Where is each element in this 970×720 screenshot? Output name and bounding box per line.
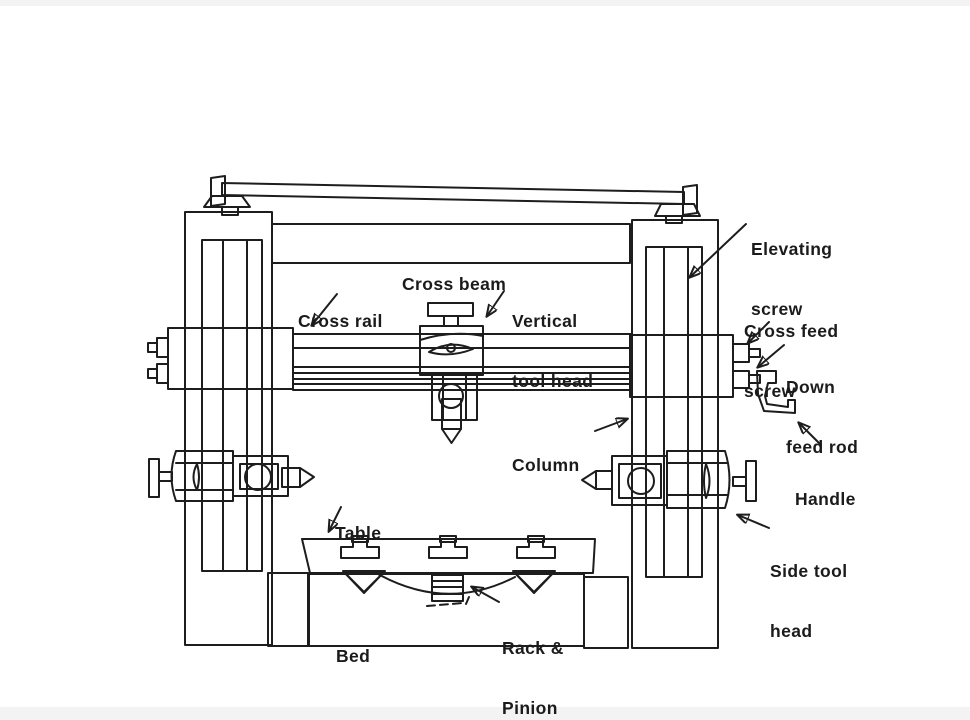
bed <box>267 570 629 649</box>
bed-v-ways <box>342 570 556 594</box>
elevating-screw-right <box>663 246 689 578</box>
arrow-cross-rail <box>312 293 338 325</box>
rail-end-right <box>629 334 761 398</box>
beam-bracket-left <box>203 195 251 208</box>
column-left <box>184 211 273 646</box>
arrow-cross-feed-screw <box>748 321 770 343</box>
pinion-arc <box>377 573 516 595</box>
bed-left-section <box>267 572 309 647</box>
elevating-screw-left <box>222 239 248 572</box>
label-side-tool-head: Side tool head <box>770 561 848 641</box>
rack-pinion-part <box>426 574 470 607</box>
label-cross-beam: Cross beam <box>402 274 507 294</box>
label-vertical-tool-head: Vertical tool head <box>512 311 594 391</box>
column-left-window <box>201 239 263 572</box>
arrow-elevating-screw <box>690 223 747 277</box>
down-feed-handle <box>756 370 796 414</box>
arrow-table <box>329 506 342 531</box>
label-handle: Handle <box>795 489 856 509</box>
column-right <box>631 219 719 649</box>
side-tool-head-left <box>148 450 315 502</box>
tool-bit-right <box>595 470 613 490</box>
top-beam <box>203 175 701 224</box>
scan-edge-bottom <box>0 707 970 720</box>
label-elevating-screw: Elevating screw <box>751 239 833 319</box>
clamp-knob-right <box>745 460 757 502</box>
table <box>301 535 596 574</box>
beam-end-cap-right <box>682 184 698 216</box>
rail-end-left <box>147 327 294 390</box>
bed-right-section <box>583 576 629 649</box>
arrow-column <box>594 419 627 432</box>
label-down-feed-rod: Down feed rod <box>786 377 859 457</box>
tool-clapper <box>441 398 462 430</box>
vertical-tool-head-part <box>419 302 484 444</box>
label-bed: Bed <box>336 646 371 666</box>
scan-edge-top <box>0 0 970 6</box>
swivel-slot-right <box>703 463 711 499</box>
label-rack-pinion: Rack & Pinion <box>502 638 564 718</box>
leader-arrows <box>312 223 821 603</box>
label-cross-feed-screw: Cross feed screw <box>744 321 839 401</box>
label-cross-rail: Cross rail <box>298 311 383 331</box>
arrow-vertical-tool-head <box>487 290 505 316</box>
clamp-knob-left <box>148 458 160 498</box>
tool-bit-left <box>281 467 301 488</box>
clapper-pivot <box>438 383 464 409</box>
cross-rail-part <box>147 327 796 414</box>
side-tool-head-right <box>581 450 757 509</box>
swivel-slot-left <box>192 463 200 491</box>
t-slots <box>340 535 556 559</box>
arrow-rack-pinion <box>472 587 500 603</box>
label-table: Table <box>335 523 382 543</box>
label-column: Column <box>512 455 580 475</box>
arrow-side-tool-head <box>738 515 770 529</box>
arrow-down-feed-rod <box>758 344 785 367</box>
arrow-handle <box>799 423 821 445</box>
beam-bracket-right <box>654 203 701 217</box>
column-right-window <box>645 246 703 578</box>
